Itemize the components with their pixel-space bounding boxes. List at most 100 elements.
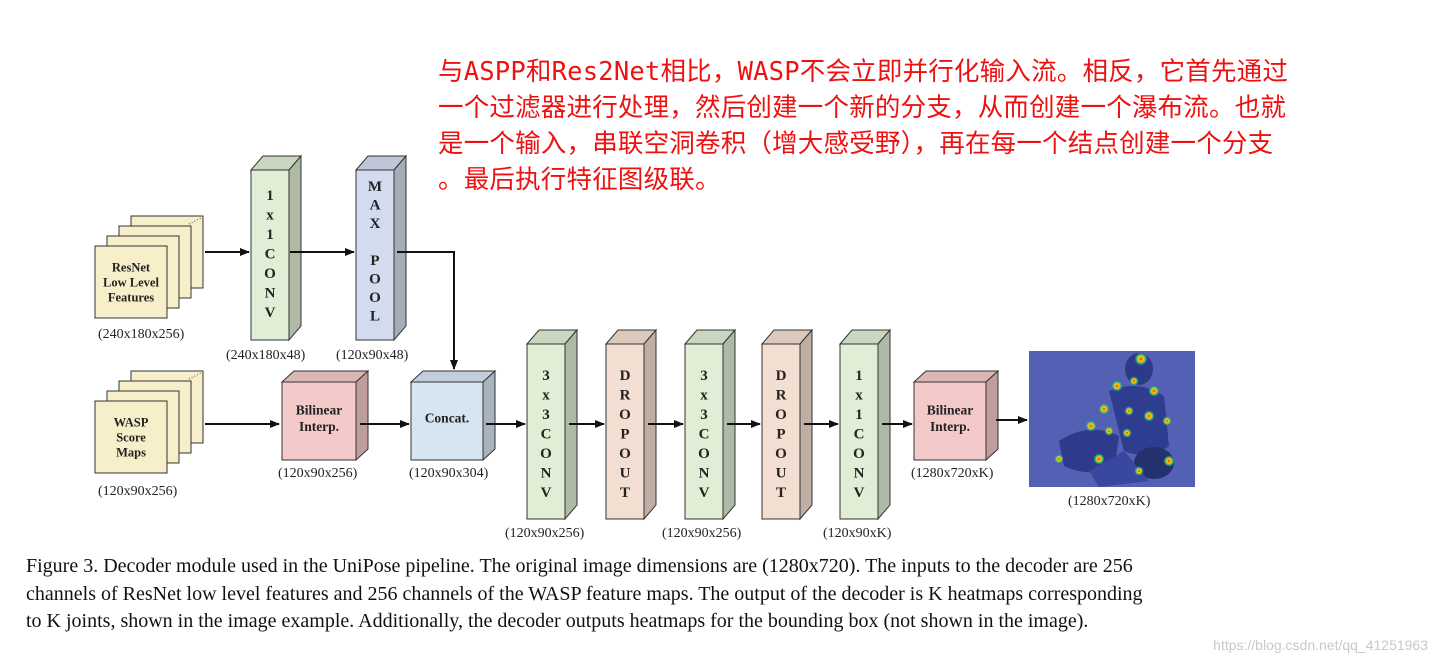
caption-line: channels of ResNet low level features an… — [26, 582, 1143, 605]
dropout2-char: O — [775, 446, 787, 462]
wasp-stack-text: WASP — [114, 415, 149, 429]
conv3a-dims-label: (120x90x256) — [505, 526, 585, 541]
conv1b-dims-label: (120x90xK) — [823, 526, 892, 541]
conv3b-char: x — [700, 388, 708, 404]
dropout1-char: U — [620, 466, 631, 482]
resnet-stack-text: Low Level — [103, 275, 159, 289]
conv3b-dims-label: (120x90x256) — [662, 526, 742, 541]
wasp-stack-sheet — [94, 400, 168, 474]
conv1-char: 1 — [266, 188, 274, 204]
maxpool-char: P — [370, 253, 379, 269]
concat-text: Concat. — [425, 411, 470, 426]
maxpool-char: M — [368, 179, 382, 195]
resnet-stack-dots — [188, 217, 202, 225]
resnet-stack-text: Features — [108, 290, 154, 304]
wasp-stack-text: Score — [116, 430, 146, 444]
caption-line: to K joints, shown in the image example.… — [26, 610, 1089, 632]
conv1-char: O — [264, 266, 276, 282]
concat-block: Concat. — [409, 369, 497, 462]
concat-dims-label: (120x90x304) — [409, 466, 489, 481]
resnet-stack-text: ResNet — [112, 260, 151, 274]
bilinear1-text: Bilinear — [296, 403, 343, 418]
conv1b-char: 1 — [855, 368, 863, 384]
dropout2-char: P — [776, 427, 785, 443]
dropout1-char: P — [620, 427, 629, 443]
arrow-maxpool-to-concat — [397, 251, 458, 370]
annotation-line: 是一个输入，串联空洞卷积（增大感受野），再在每一个结点创建一个分支 — [438, 129, 1274, 159]
maxpool-char: A — [370, 198, 381, 214]
conv1-char: N — [265, 286, 276, 302]
wasp-stack-text: Maps — [116, 445, 146, 459]
maxpool-char: X — [370, 216, 381, 232]
watermark: https://blog.csdn.net/qq_41251963 — [1213, 637, 1428, 653]
annotation-line: 与ASPP和Res2Net相比，WASP不会立即并行化输入流。相反，它首先通过 — [438, 57, 1289, 87]
dropout1-char: D — [620, 368, 631, 384]
conv1-dims-label: (240x180x48) — [226, 348, 306, 363]
conv1-char: 1 — [266, 227, 274, 243]
conv1-char: C — [265, 247, 276, 263]
conv3a-char: V — [541, 485, 552, 501]
resnet-dims-label: (240x180x256) — [98, 327, 185, 342]
bilinear2-dims-label: (1280x720xK) — [911, 466, 994, 481]
resnet-stack-sheet — [94, 245, 168, 319]
conv1b-char: N — [854, 466, 865, 482]
conv1-char: V — [265, 305, 276, 321]
conv3b-char: V — [699, 485, 710, 501]
arrows — [205, 248, 1028, 428]
dropout1-char: O — [619, 407, 631, 423]
wasp-dims-label: (120x90x256) — [98, 484, 178, 499]
conv3b-char: 3 — [700, 407, 708, 423]
bilinear2-text: Bilinear — [927, 403, 974, 418]
annotation-line: 。最后执行特征图级联。 — [438, 165, 721, 195]
conv1b-char: V — [854, 485, 865, 501]
conv3a-char: 3 — [542, 407, 550, 423]
chinese-annotation: 与ASPP和Res2Net相比，WASP不会立即并行化输入流。相反，它首先通过一… — [438, 54, 1433, 198]
maxpool-char: O — [369, 272, 381, 288]
dropout2-char: O — [775, 407, 787, 423]
bilinear2-text: Interp. — [930, 419, 970, 434]
dropout1-char: T — [620, 485, 630, 501]
heatmap-output-image — [1029, 351, 1195, 487]
dropout2-char: U — [776, 466, 787, 482]
maxpool-char: L — [370, 309, 380, 325]
dropout1-char: R — [620, 388, 631, 404]
conv3a-char: N — [541, 466, 552, 482]
dropout2-char: T — [776, 485, 786, 501]
conv3b-char: C — [699, 427, 710, 443]
output-dims-label: (1280x720xK) — [1068, 494, 1151, 509]
dropout1-char: O — [619, 446, 631, 462]
wasp-stack-dots — [188, 372, 202, 380]
conv1b-char: O — [853, 446, 865, 462]
conv1b-char: 1 — [855, 407, 863, 423]
bilinear1-text: Interp. — [299, 419, 339, 434]
conv3a-char: x — [542, 388, 550, 404]
maxpool-char: O — [369, 290, 381, 306]
conv1-char: x — [266, 208, 274, 224]
conv3a-char: C — [541, 427, 552, 443]
annotation-line: 一个过滤器进行处理，然后创建一个新的分支，从而创建一个瀑布流。也就 — [438, 93, 1287, 123]
conv1b-char: x — [855, 388, 863, 404]
conv3a-char: 3 — [542, 368, 550, 384]
maxpool-dims-label: (120x90x48) — [336, 348, 409, 363]
bilinear1-dims-label: (120x90x256) — [278, 466, 358, 481]
conv3b-char: 3 — [700, 368, 708, 384]
conv3b-char: O — [698, 446, 710, 462]
dropout2-char: D — [776, 368, 787, 384]
caption-line: Figure 3. Decoder module used in the Uni… — [26, 555, 1133, 577]
conv1b-char: C — [854, 427, 865, 443]
conv3a-char: O — [540, 446, 552, 462]
conv3b-char: N — [699, 466, 710, 482]
dropout2-char: R — [776, 388, 787, 404]
figure-caption: Figure 3. Decoder module used in the Uni… — [26, 553, 1286, 636]
